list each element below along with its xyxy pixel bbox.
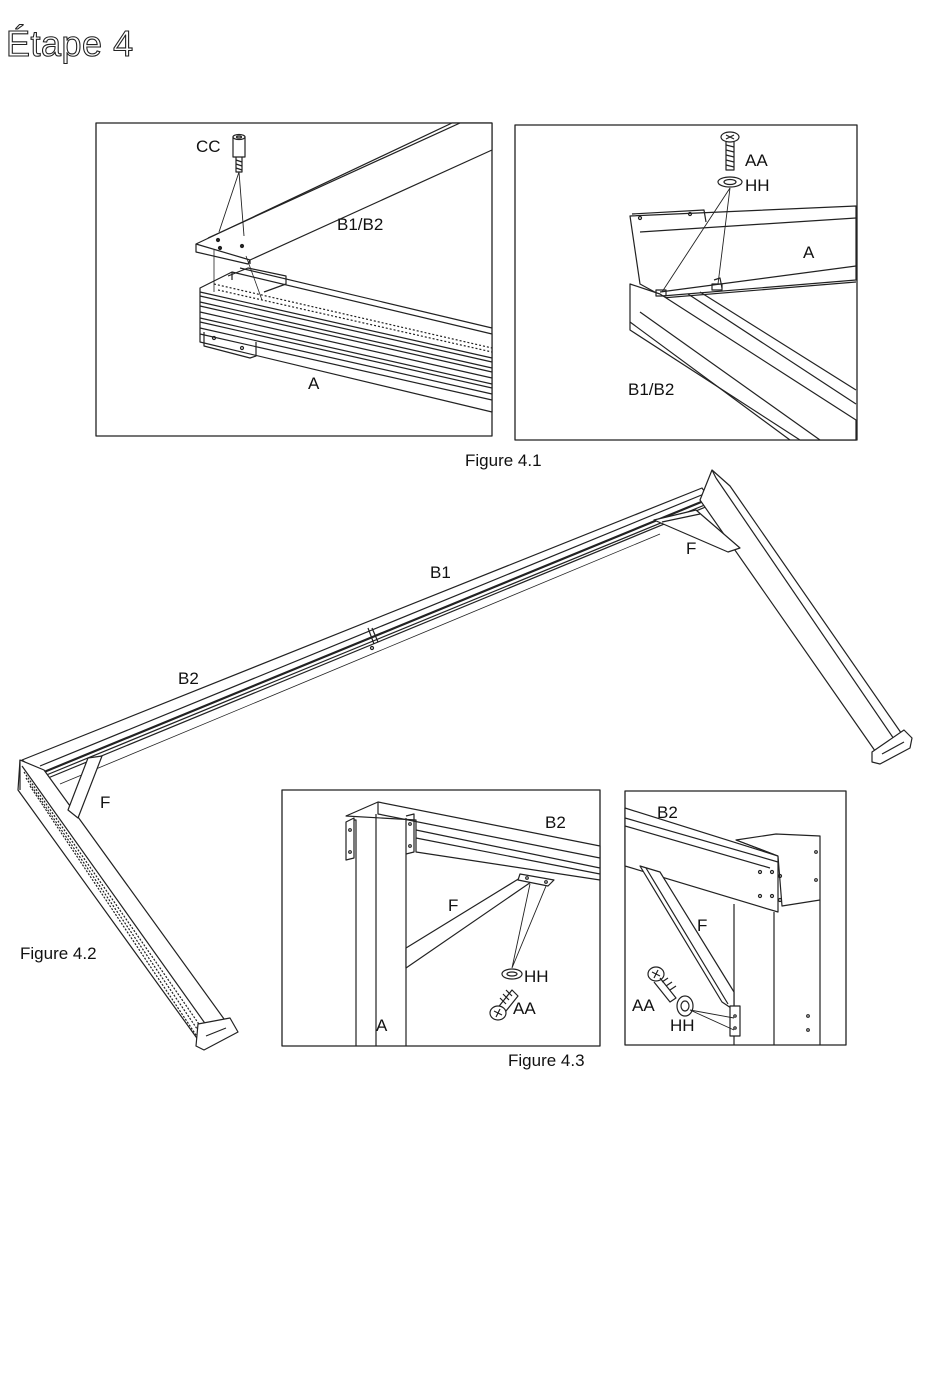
figure-4-2-frame — [18, 470, 912, 1050]
label-f: F — [686, 539, 696, 558]
figure-4-3-right-panel — [625, 791, 846, 1045]
washer-hh-icon — [718, 177, 742, 187]
label-hh: HH — [745, 176, 770, 195]
label-a: A — [308, 374, 320, 393]
washer-hh-icon — [502, 969, 522, 979]
screw-cc-icon — [233, 135, 245, 173]
label-b2: B2 — [545, 813, 566, 832]
label-aa: AA — [632, 996, 655, 1015]
figure-4-3-caption: Figure 4.3 — [508, 1051, 585, 1070]
label-a: A — [803, 243, 815, 262]
figure-4-1-left-panel — [96, 123, 492, 436]
label-hh: HH — [670, 1016, 695, 1035]
label-aa: AA — [745, 151, 768, 170]
label-b1-b2: B1/B2 — [628, 380, 674, 399]
label-f: F — [448, 896, 458, 915]
label-b2: B2 — [178, 669, 199, 688]
rail-a-drawing — [200, 268, 492, 412]
label-aa: AA — [513, 999, 536, 1018]
label-f: F — [100, 793, 110, 812]
figure-4-1-caption: Figure 4.1 — [465, 451, 542, 470]
label-b1-b2: B1/B2 — [337, 215, 383, 234]
label-cc: CC — [196, 137, 221, 156]
label-b1: B1 — [430, 563, 451, 582]
figure-4-1-right-panel — [515, 125, 857, 440]
screw-aa-icon — [721, 132, 739, 170]
label-f: F — [697, 916, 707, 935]
label-hh: HH — [524, 967, 549, 986]
figure-4-2-caption: Figure 4.2 — [20, 944, 97, 963]
label-b2: B2 — [657, 803, 678, 822]
label-a: A — [376, 1016, 388, 1035]
washer-hh-icon — [677, 996, 693, 1016]
